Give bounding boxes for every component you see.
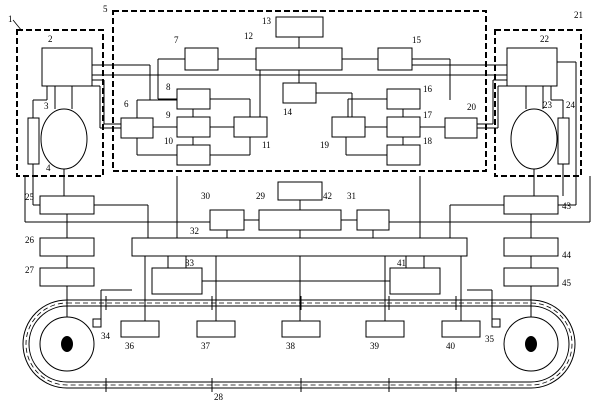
block-2 xyxy=(41,47,93,87)
label-36: 36 xyxy=(125,341,135,351)
label-24: 24 xyxy=(566,100,576,110)
chain-track-28 xyxy=(22,299,576,389)
label-7: 7 xyxy=(174,35,179,45)
block-9 xyxy=(176,116,211,138)
label-3: 3 xyxy=(44,101,49,111)
label-22: 22 xyxy=(540,34,549,44)
block-41 xyxy=(389,267,441,295)
label-9: 9 xyxy=(166,110,171,120)
label-38: 38 xyxy=(286,341,296,351)
label-45: 45 xyxy=(562,278,572,288)
drive-wheel-right xyxy=(503,316,559,372)
block-19 xyxy=(331,116,366,138)
block-20 xyxy=(444,117,478,139)
right-unit-enclosure xyxy=(494,29,582,177)
block-10 xyxy=(176,144,211,166)
label-41: 41 xyxy=(397,258,406,268)
block-6 xyxy=(120,117,154,139)
block-12 xyxy=(255,47,343,71)
bus-block-32 xyxy=(131,237,468,257)
label-21: 21 xyxy=(574,10,583,20)
drive-wheel-left xyxy=(39,316,95,372)
block-43 xyxy=(503,195,559,215)
label-11: 11 xyxy=(262,140,271,150)
label-25: 25 xyxy=(25,192,35,202)
label-31: 31 xyxy=(347,191,356,201)
label-26: 26 xyxy=(25,235,35,245)
sensor-34 xyxy=(92,318,102,328)
block-30 xyxy=(209,209,245,231)
block-29 xyxy=(258,209,342,231)
block-31 xyxy=(356,209,390,231)
block-45 xyxy=(503,267,559,287)
block-15 xyxy=(377,47,413,71)
label-10: 10 xyxy=(164,136,174,146)
label-6: 6 xyxy=(124,99,129,109)
block-33 xyxy=(151,267,203,295)
label-5: 5 xyxy=(103,4,108,14)
label-30: 30 xyxy=(201,191,211,201)
label-42: 42 xyxy=(323,191,332,201)
connection-lines xyxy=(24,37,591,321)
label-28: 28 xyxy=(214,392,224,402)
label-13: 13 xyxy=(262,16,272,26)
label-34: 34 xyxy=(101,331,111,341)
block-13 xyxy=(275,16,324,38)
sensor-36 xyxy=(120,320,160,338)
label-40: 40 xyxy=(446,341,456,351)
sensor-40 xyxy=(441,320,481,338)
block-8 xyxy=(176,88,211,110)
label-23: 23 xyxy=(543,100,553,110)
label-35: 35 xyxy=(485,334,495,344)
sensor-37 xyxy=(196,320,236,338)
label-27: 27 xyxy=(25,265,35,275)
label-1: 1 xyxy=(8,14,13,24)
block-26 xyxy=(39,237,95,257)
left-unit-enclosure xyxy=(16,29,104,177)
label-32: 32 xyxy=(190,226,199,236)
label-12: 12 xyxy=(244,31,253,41)
label-15: 15 xyxy=(412,35,422,45)
block-25 xyxy=(39,195,95,215)
block-42 xyxy=(277,181,323,201)
block-11 xyxy=(233,116,268,138)
chain-marks xyxy=(105,296,457,392)
label-20: 20 xyxy=(467,102,477,112)
block-22 xyxy=(506,47,558,87)
block-7 xyxy=(184,47,219,71)
sensor-35 xyxy=(491,318,501,328)
block-17 xyxy=(386,116,421,138)
block-44 xyxy=(503,237,559,257)
label-44: 44 xyxy=(562,250,572,260)
block-14 xyxy=(282,82,317,104)
label-29: 29 xyxy=(256,191,266,201)
sensor-4 xyxy=(27,117,40,165)
label-33: 33 xyxy=(185,258,195,268)
motor-23 xyxy=(510,108,558,170)
label-16: 16 xyxy=(423,84,433,94)
block-27 xyxy=(39,267,95,287)
label-39: 39 xyxy=(370,341,380,351)
label-19: 19 xyxy=(320,140,330,150)
label-18: 18 xyxy=(423,136,433,146)
sensor-39 xyxy=(365,320,405,338)
central-unit-enclosure xyxy=(112,10,487,172)
sensor-38 xyxy=(281,320,321,338)
label-37: 37 xyxy=(201,341,211,351)
label-2: 2 xyxy=(48,34,53,44)
label-17: 17 xyxy=(423,110,433,120)
block-16 xyxy=(386,88,421,110)
label-4: 4 xyxy=(46,163,51,173)
label-14: 14 xyxy=(283,107,293,117)
label-43: 43 xyxy=(562,201,572,211)
sensor-24 xyxy=(557,117,570,165)
motor-3 xyxy=(40,108,88,170)
label-8: 8 xyxy=(166,82,171,92)
reference-labels: 1 2 3 4 5 6 7 8 9 10 11 12 13 14 15 16 1… xyxy=(8,4,583,402)
block-18 xyxy=(386,144,421,166)
